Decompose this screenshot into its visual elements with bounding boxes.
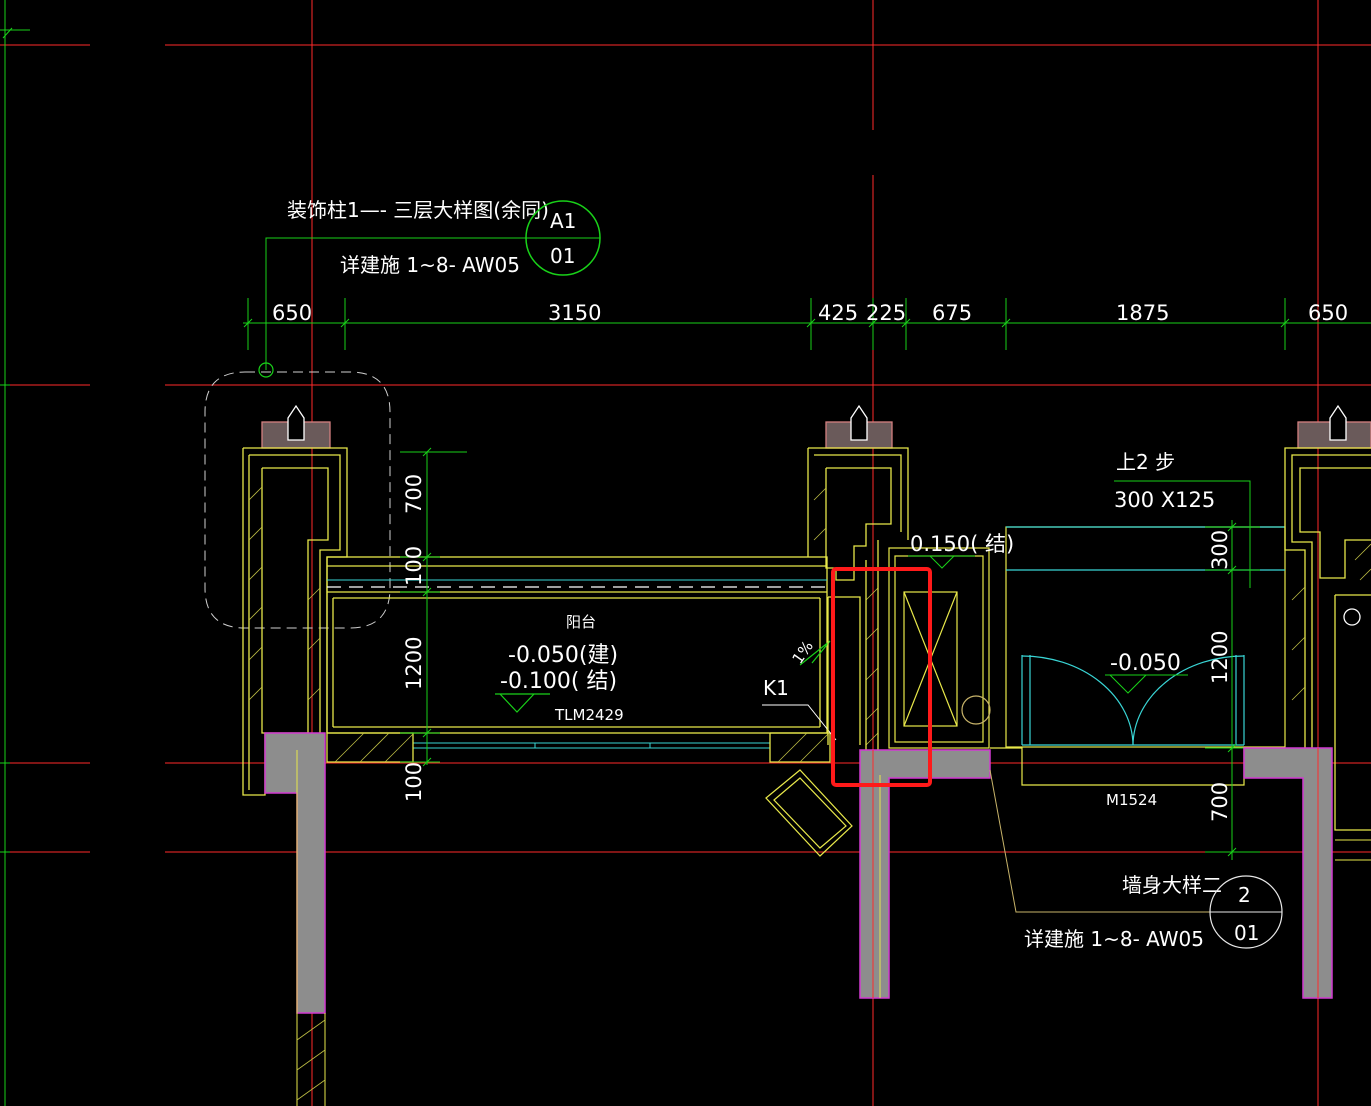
detail-callout-2: 墙身大样二 详建施 1~8- AW05 2 01 (989, 769, 1283, 951)
middle-pilaster (807, 404, 909, 750)
top-dimension-texts: 650 3150 425 225 675 1875 650 (272, 301, 1348, 325)
callout-2-title: 墙身大样二 (1122, 873, 1222, 897)
detail-callout-a1: 装饰柱1—- 三层大样图(余同) 详建施 1~8- AW05 A1 01 (204, 198, 601, 629)
callout-2-ref: 详建施 1~8- AW05 (1024, 927, 1204, 951)
balcony-elev-struct: -0.100( 结) (500, 669, 617, 694)
door-m-label: M1524 (1106, 791, 1157, 809)
dim-300: 300 (1208, 530, 1232, 570)
callout-a1-ref: 详建施 1~8- AW05 (340, 253, 520, 277)
left-pilaster (242, 404, 348, 796)
callout-a1-bubble-top: A1 (550, 209, 576, 233)
top-dimension-line (243, 298, 1371, 350)
balcony-bottom-wall (326, 732, 831, 763)
dim-700: 700 (402, 474, 426, 514)
dim-100-top: 100 (402, 546, 426, 586)
balcony-elev-build: -0.050(建) (508, 643, 618, 668)
dim-1200-right: 1200 (1208, 631, 1232, 684)
steps-label-group: 上2 步 300 X125 (1114, 450, 1251, 588)
balcony-label: 阳台 (566, 613, 596, 631)
dim-675: 675 (932, 301, 972, 325)
shaft-box (888, 547, 991, 749)
dim-1875: 1875 (1116, 301, 1169, 325)
k1-label: K1 (763, 676, 789, 700)
elev-150-marker: 0.150( 结) (908, 532, 1014, 569)
balcony-labels: 阳台 -0.050(建) -0.100( 结) TLM2429 (500, 613, 624, 724)
dim-1200: 1200 (402, 637, 426, 690)
balcony-drain (765, 769, 853, 857)
callout-a1-title: 装饰柱1—- 三层大样图(余同) (287, 198, 549, 222)
balcony-vertical-texts: 700 100 1200 100 (402, 474, 426, 802)
callout-2-bubble-top: 2 (1238, 883, 1251, 907)
selection-highlight-box[interactable] (831, 567, 932, 787)
dim-650-right: 650 (1308, 301, 1348, 325)
right-pilaster (1284, 404, 1371, 831)
elev-150-label: 0.150( 结) (910, 532, 1014, 556)
steps-size: 300 X125 (1114, 488, 1215, 512)
left-ruler (0, 0, 30, 1106)
door-tlm-label: TLM2429 (554, 706, 624, 724)
dim-425: 425 (818, 301, 858, 325)
room-elev-marker: -0.050 (1105, 651, 1188, 694)
callout-2-bubble-bottom: 01 (1234, 921, 1259, 945)
middle-column (859, 749, 991, 999)
right-column (1243, 747, 1371, 999)
slope-marker: 1% K1 (762, 637, 837, 741)
steps-title: 上2 步 (1116, 450, 1175, 474)
dim-225: 225 (866, 301, 906, 325)
room-elev-label: -0.050 (1110, 651, 1181, 676)
elevation-triangle-icon (495, 693, 550, 713)
door-swing-icon (1021, 655, 1245, 746)
circle-symbol-icon (258, 362, 274, 378)
right-vertical-dim (1205, 520, 1260, 860)
balcony-glass (327, 579, 827, 749)
callout-a1-bubble-bottom: 01 (550, 244, 575, 268)
balcony-vertical-dim (400, 447, 467, 767)
dim-700-right: 700 (1208, 782, 1232, 822)
dim-100-bottom: 100 (402, 762, 426, 802)
left-column (264, 732, 326, 1106)
dim-3150: 3150 (548, 301, 601, 325)
dim-650-left: 650 (272, 301, 312, 325)
right-vertical-texts: 300 1200 700 (1208, 530, 1232, 822)
